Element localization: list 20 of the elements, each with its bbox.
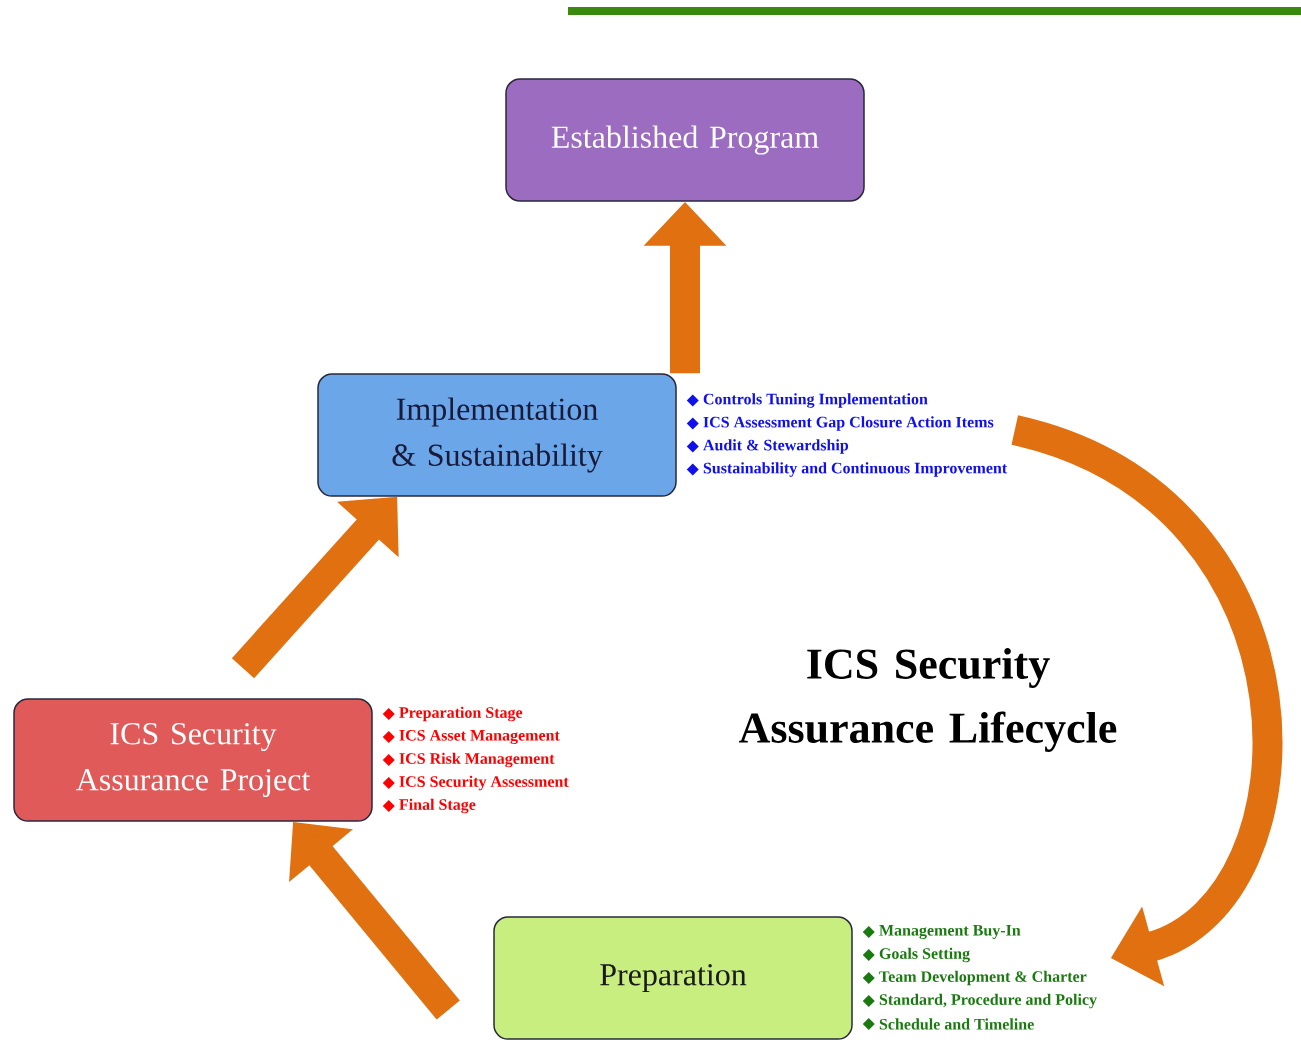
- bullet-text: ICS Risk Management: [399, 752, 555, 768]
- bullet-text: Preparation Stage: [399, 706, 523, 722]
- bullet-text: Final Stage: [399, 798, 476, 814]
- title: ICS Security Assurance Lifecycle: [739, 648, 1117, 752]
- stage-box: Established Program: [505, 78, 865, 202]
- bullet-text: ICS Security Assessment: [399, 775, 569, 791]
- stage-box: ICS Security Assurance Project: [13, 698, 373, 822]
- bullet-text: Goals Setting: [879, 947, 970, 963]
- bullet-text: Schedule and Timeline: [879, 1018, 1034, 1030]
- bullet-text: Audit & Stewardship: [703, 439, 849, 454]
- bullet-text: Sustainability and Continuous Improvement: [703, 462, 1008, 477]
- bullet-text: Controls Tuning Implementation: [703, 393, 928, 408]
- block-arrow: [1010, 415, 1283, 987]
- stage-box: Preparation: [493, 916, 853, 1040]
- bullet-text: ICS Assessment Gap Closure Action Items: [703, 416, 994, 431]
- bullet-text: Standard, Procedure and Policy: [879, 993, 1097, 1009]
- bullet-text: Management Buy-In: [879, 925, 1021, 939]
- bullet-text: ICS Asset Management: [399, 729, 560, 745]
- stage-box: Implementation & Sustainability: [317, 373, 677, 497]
- bullet-text: Team Development & Charter: [879, 970, 1087, 986]
